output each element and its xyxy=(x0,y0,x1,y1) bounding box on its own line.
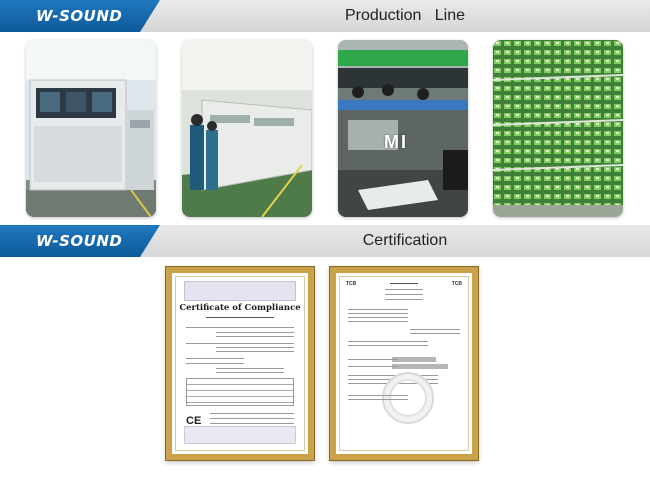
text-line xyxy=(348,345,428,346)
brand-logo: W-SOUND xyxy=(0,225,160,257)
smt-machine-image xyxy=(26,40,156,217)
text-line xyxy=(216,336,294,337)
text-line xyxy=(385,299,423,300)
certificate-inner-border: Certificate of Compliance CE xyxy=(175,276,305,451)
text-line xyxy=(348,313,408,314)
text-line xyxy=(385,289,423,290)
certificate-title: Certificate of Compliance xyxy=(179,303,301,313)
text-line xyxy=(348,341,428,342)
brand-wordmark: W-SOUND xyxy=(36,7,123,25)
ce-certificate: Certificate of Compliance CE xyxy=(165,266,315,461)
text-line xyxy=(186,363,244,364)
text-line xyxy=(348,366,398,367)
highlighted-field xyxy=(392,357,436,362)
highlighted-field xyxy=(392,364,448,369)
text-line xyxy=(210,418,294,419)
section-title-certification: Certification xyxy=(362,232,448,249)
text-line xyxy=(348,309,408,310)
pcb-boards-photo xyxy=(493,40,623,217)
ce-cert-standards-table xyxy=(186,378,294,406)
certification-header-bar: W-SOUND Certification xyxy=(0,225,650,257)
smt-machine-photo xyxy=(26,40,156,217)
xiaomi-logo-overlay: MI xyxy=(384,132,408,152)
text-line xyxy=(216,351,294,352)
text-line xyxy=(348,359,398,360)
assembly-line-image xyxy=(338,40,468,217)
production-header-bar: W-SOUND Production Line xyxy=(0,0,650,32)
watermark-seal xyxy=(382,372,434,424)
reflow-oven-image xyxy=(182,40,312,217)
certificate-inner-border: TCB TCB xyxy=(339,276,469,451)
text-line xyxy=(210,413,294,414)
text-line xyxy=(206,317,274,318)
tcb-mark-right: TCB xyxy=(451,281,462,287)
text-line xyxy=(186,358,244,359)
brand-logo: W-SOUND xyxy=(0,0,160,32)
text-line xyxy=(348,317,408,318)
ce-cert-footer-band xyxy=(184,426,296,444)
text-line xyxy=(216,368,284,369)
text-line xyxy=(216,347,294,348)
pcb-boards-image xyxy=(493,40,623,217)
text-line xyxy=(348,395,408,396)
text-line xyxy=(216,332,294,333)
assembly-line-photo: MI xyxy=(338,40,468,217)
text-line xyxy=(348,399,408,400)
text-line xyxy=(186,343,294,344)
brand-wordmark: W-SOUND xyxy=(36,232,123,250)
text-line xyxy=(210,423,294,424)
tcb-certificate: TCB TCB xyxy=(329,266,479,461)
tcb-mark-left: TCB xyxy=(346,281,357,287)
text-line xyxy=(216,372,284,373)
text-line xyxy=(385,294,423,295)
text-line xyxy=(348,321,408,322)
section-title-production: Production Line xyxy=(344,7,466,24)
ce-cert-header-band xyxy=(184,281,296,301)
reflow-oven-photo xyxy=(182,40,312,217)
text-line xyxy=(410,333,460,334)
text-line xyxy=(186,327,294,328)
text-line xyxy=(410,329,460,330)
ce-mark: CE xyxy=(186,415,202,427)
text-line xyxy=(390,283,418,284)
